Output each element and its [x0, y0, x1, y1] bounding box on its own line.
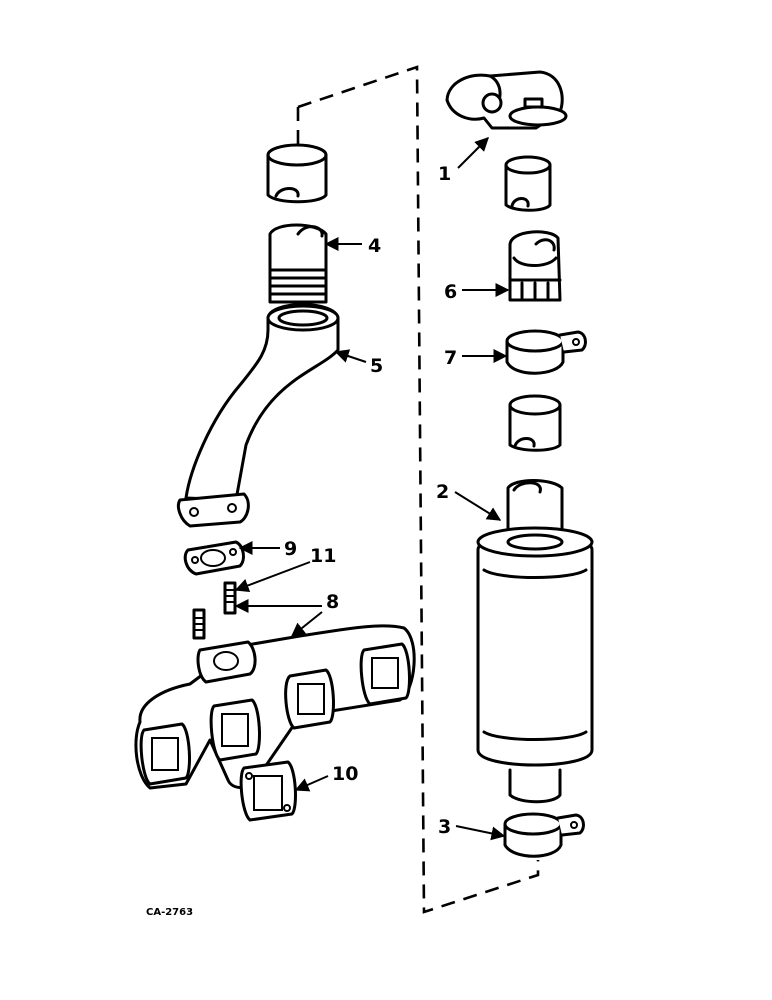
pipe-nipple-part	[268, 223, 328, 304]
alignment-dashed-line	[297, 65, 540, 914]
callout-5: 5	[370, 355, 383, 377]
callout-6: 6	[444, 281, 457, 303]
muffler-part	[476, 526, 594, 804]
callout-8: 8	[326, 591, 339, 613]
drawing-code: CA-2763	[146, 907, 193, 918]
leader-8b	[290, 611, 323, 637]
leader-3	[455, 825, 506, 841]
manifold-gasket-part	[239, 760, 297, 822]
clamp-upper-part	[505, 329, 587, 375]
callout-9: 9	[284, 538, 297, 560]
exhaust-elbow-part	[176, 303, 340, 528]
leader-5	[334, 349, 367, 363]
rain-cap-part	[445, 70, 568, 130]
leader-11	[234, 561, 311, 593]
leader-2	[454, 491, 502, 521]
upper-connector-tube	[504, 155, 552, 212]
callout-7: 7	[444, 347, 457, 369]
callout-10: 10	[332, 763, 358, 785]
exhaust-manifold-part	[134, 624, 416, 790]
muffler-inlet-tube	[506, 394, 564, 542]
elbow-gasket-part	[183, 540, 245, 576]
callout-2: 2	[436, 481, 449, 503]
callout-1: 1	[438, 163, 451, 185]
leader-10	[294, 775, 329, 792]
stud-parts	[192, 581, 237, 640]
callout-3: 3	[438, 816, 451, 838]
callout-11: 11	[310, 545, 336, 567]
clamp-lower-part	[503, 812, 585, 858]
left-upper-tube	[266, 143, 328, 204]
leader-1	[457, 137, 489, 169]
callout-4: 4	[368, 235, 381, 257]
slotted-pipe-part	[508, 230, 562, 302]
